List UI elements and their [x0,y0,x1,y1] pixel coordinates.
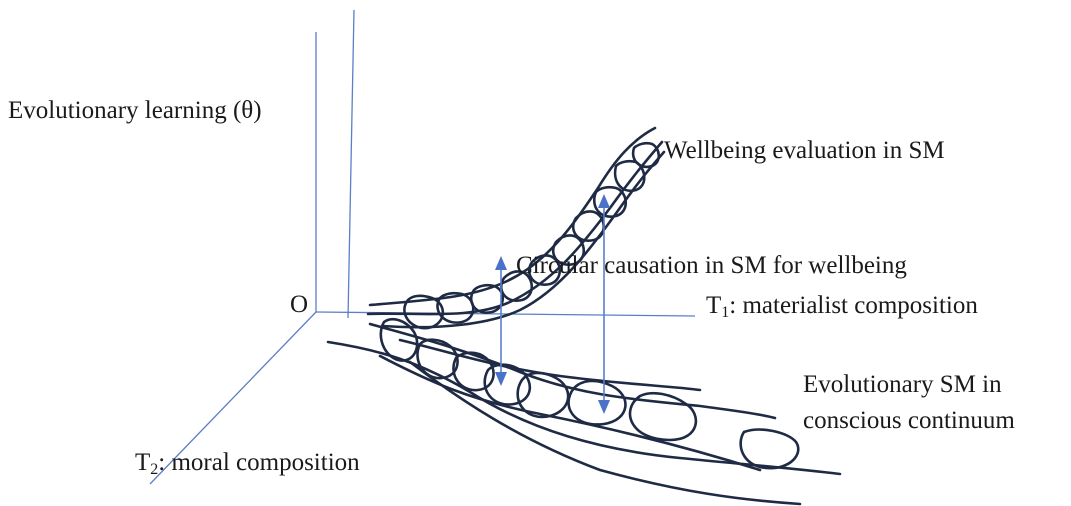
wellbeing-label: Wellbeing evaluation in SM [664,137,945,164]
t1-subscript: 1 [721,304,729,321]
evolutionary-label-line1: Evolutionary SM in [803,371,1002,398]
lower-evolutionary-band [326,318,842,506]
t1-axis-label: T1: materialist composition [706,292,978,321]
arrow-head-up-left [495,256,507,270]
t2-prefix: T [135,449,150,476]
t1-prefix: T [706,292,721,319]
evolutionary-label-line2: conscious continuum [803,407,1015,434]
t2-axis-line [149,311,317,485]
t1-text: : materialist composition [729,292,978,319]
t2-subscript: 2 [150,461,158,478]
vertical-guide-line [347,9,355,319]
arrow-head-down-right [598,400,610,414]
arrow-head-up-right [598,194,610,208]
axes [149,9,696,485]
t2-axis-label: T2: moral composition [135,449,360,478]
arrow-head-down-left [495,372,507,386]
causation-arrows [495,194,610,414]
t2-text: : moral composition [158,449,360,476]
upper-wellbeing-curve [366,126,666,330]
origin-label: O [290,291,308,318]
circular-causation-label: Circular causation in SM for wellbeing [516,252,907,279]
y-axis-label: Evolutionary learning (θ) [8,97,262,124]
